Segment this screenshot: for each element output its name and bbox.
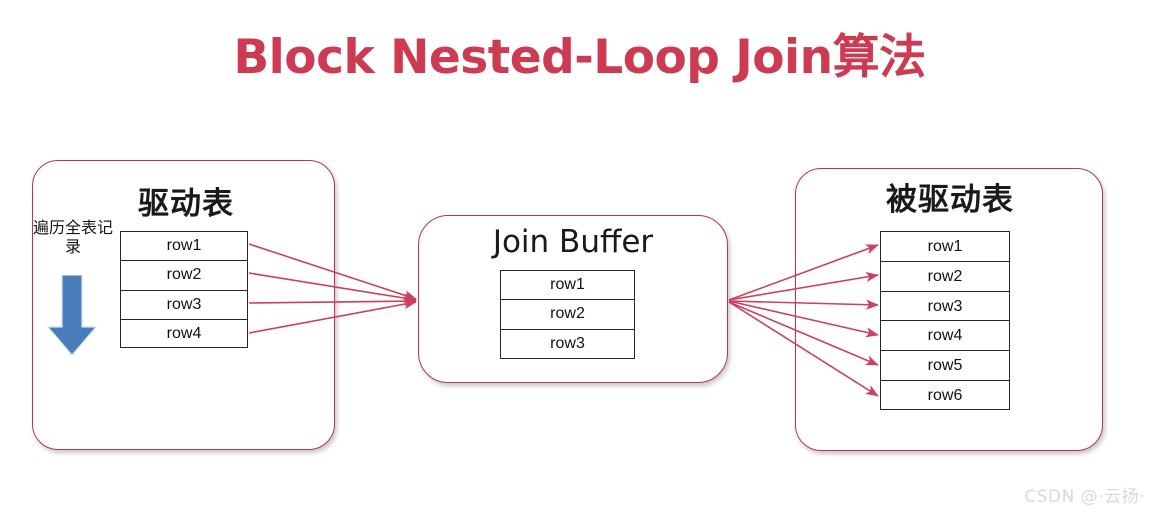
table-row: row3 — [550, 334, 585, 352]
blue-down-arrow-icon — [46, 275, 98, 356]
page-title: Block Nested-Loop Join算法 — [233, 30, 926, 85]
csdn-watermark: CSDN @·云扬· — [1024, 487, 1145, 507]
table-row: row2 — [501, 300, 634, 330]
table-row: row2 — [121, 261, 247, 291]
table-row: row3 — [121, 291, 247, 320]
table-row: row1 — [501, 271, 634, 301]
driven-table-title: 被驱动表 — [886, 182, 1014, 218]
table-row: row5 — [881, 351, 1009, 381]
join-buffer-rows: row1 row2 row3 — [500, 270, 635, 359]
table-row: row4 — [881, 321, 1009, 352]
driving-table-rows: row1 row2 row3 row4 — [120, 231, 248, 348]
table-row: row1 — [881, 232, 1009, 262]
join-buffer-title: Join Buffer — [492, 224, 654, 260]
table-row: row3 — [881, 292, 1009, 322]
table-row: row2 — [881, 262, 1009, 292]
table-row: row1 — [121, 232, 247, 262]
driven-table-rows: row1 row2 row3 row4 row5 row6 — [880, 231, 1010, 410]
traverse-full-table-label: 遍历全表记录 — [32, 218, 113, 256]
table-row: row4 — [166, 324, 202, 342]
driving-table-title: 驱动表 — [138, 186, 234, 222]
table-row: row6 — [927, 386, 963, 404]
